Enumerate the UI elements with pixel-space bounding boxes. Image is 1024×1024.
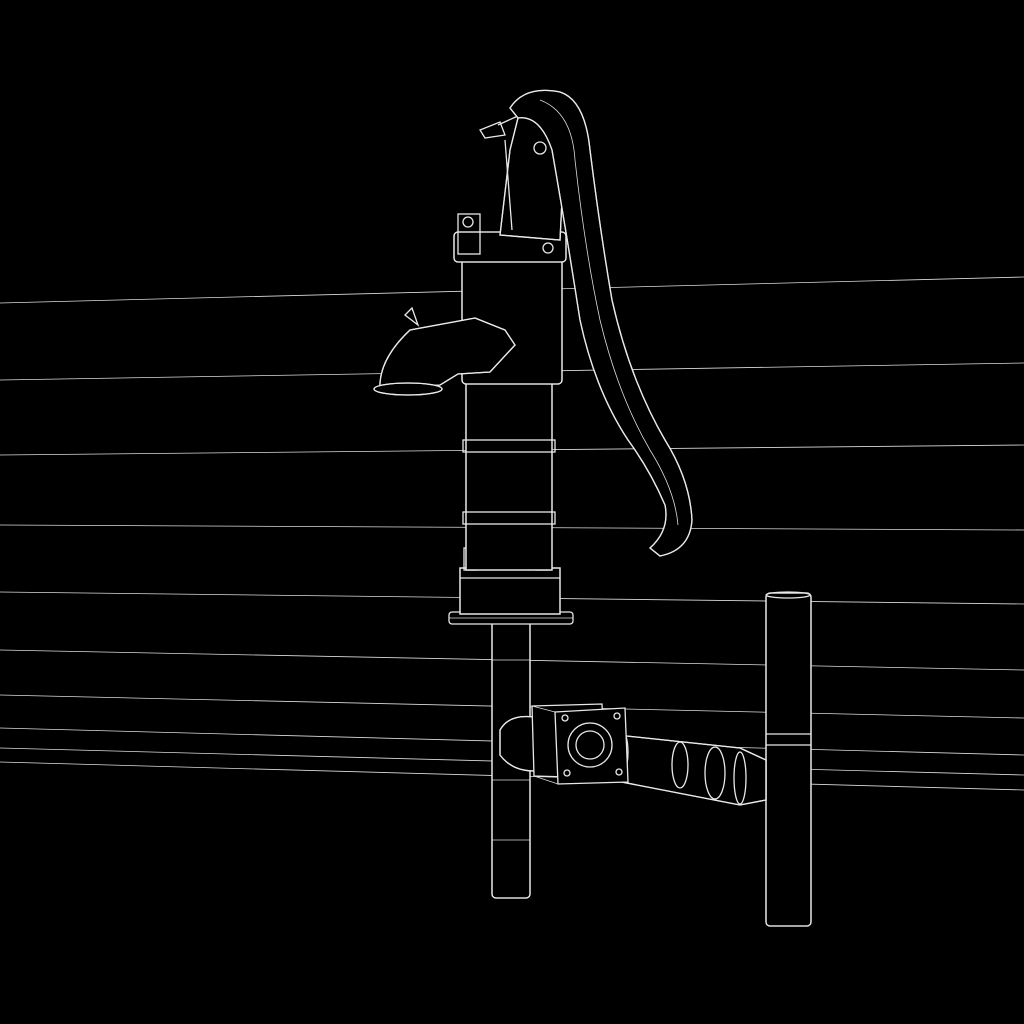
pump-lower-cylinder: [462, 381, 556, 571]
pump-handle: [509, 89, 693, 557]
pipe-flange: [531, 703, 629, 785]
right-vertical-pipe: [765, 591, 812, 927]
pump-base-flange: [448, 547, 574, 625]
pump-spout: [373, 306, 516, 396]
